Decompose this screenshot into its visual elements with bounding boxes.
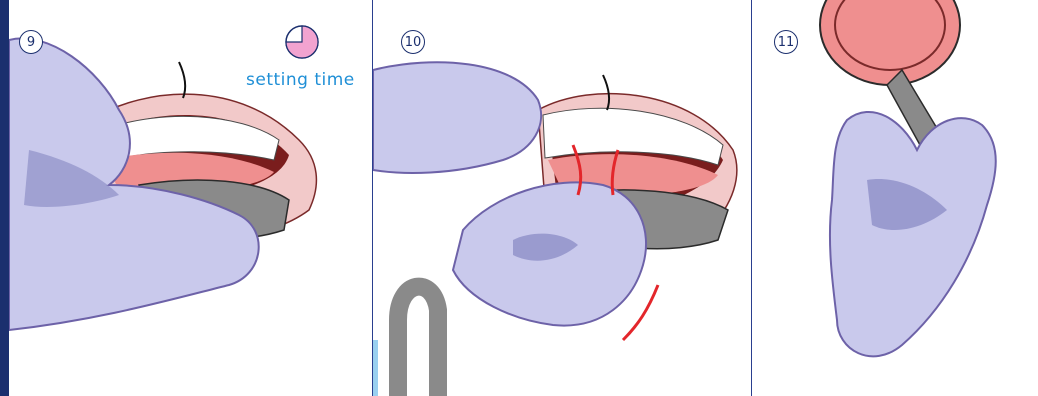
faucet — [398, 287, 438, 396]
nose-mark — [179, 62, 185, 98]
step-number-badge: 11 — [774, 30, 798, 54]
step-11-illustration — [752, 0, 1038, 396]
step-10-panel: 10 — [373, 0, 751, 396]
left-edge-bar — [0, 0, 9, 396]
gloved-hand — [373, 62, 541, 173]
step-11-panel: 11 — [752, 0, 1038, 396]
step-9-panel: 9 setting time — [9, 0, 372, 396]
water-stream — [373, 340, 378, 396]
step-9-illustration — [9, 0, 372, 396]
step-number-badge: 9 — [19, 30, 43, 54]
gloved-hand — [830, 112, 996, 356]
timer-caption: setting time — [246, 70, 355, 90]
timer-icon — [286, 26, 318, 58]
step-number-badge: 10 — [401, 30, 425, 54]
step-10-illustration — [373, 0, 751, 396]
